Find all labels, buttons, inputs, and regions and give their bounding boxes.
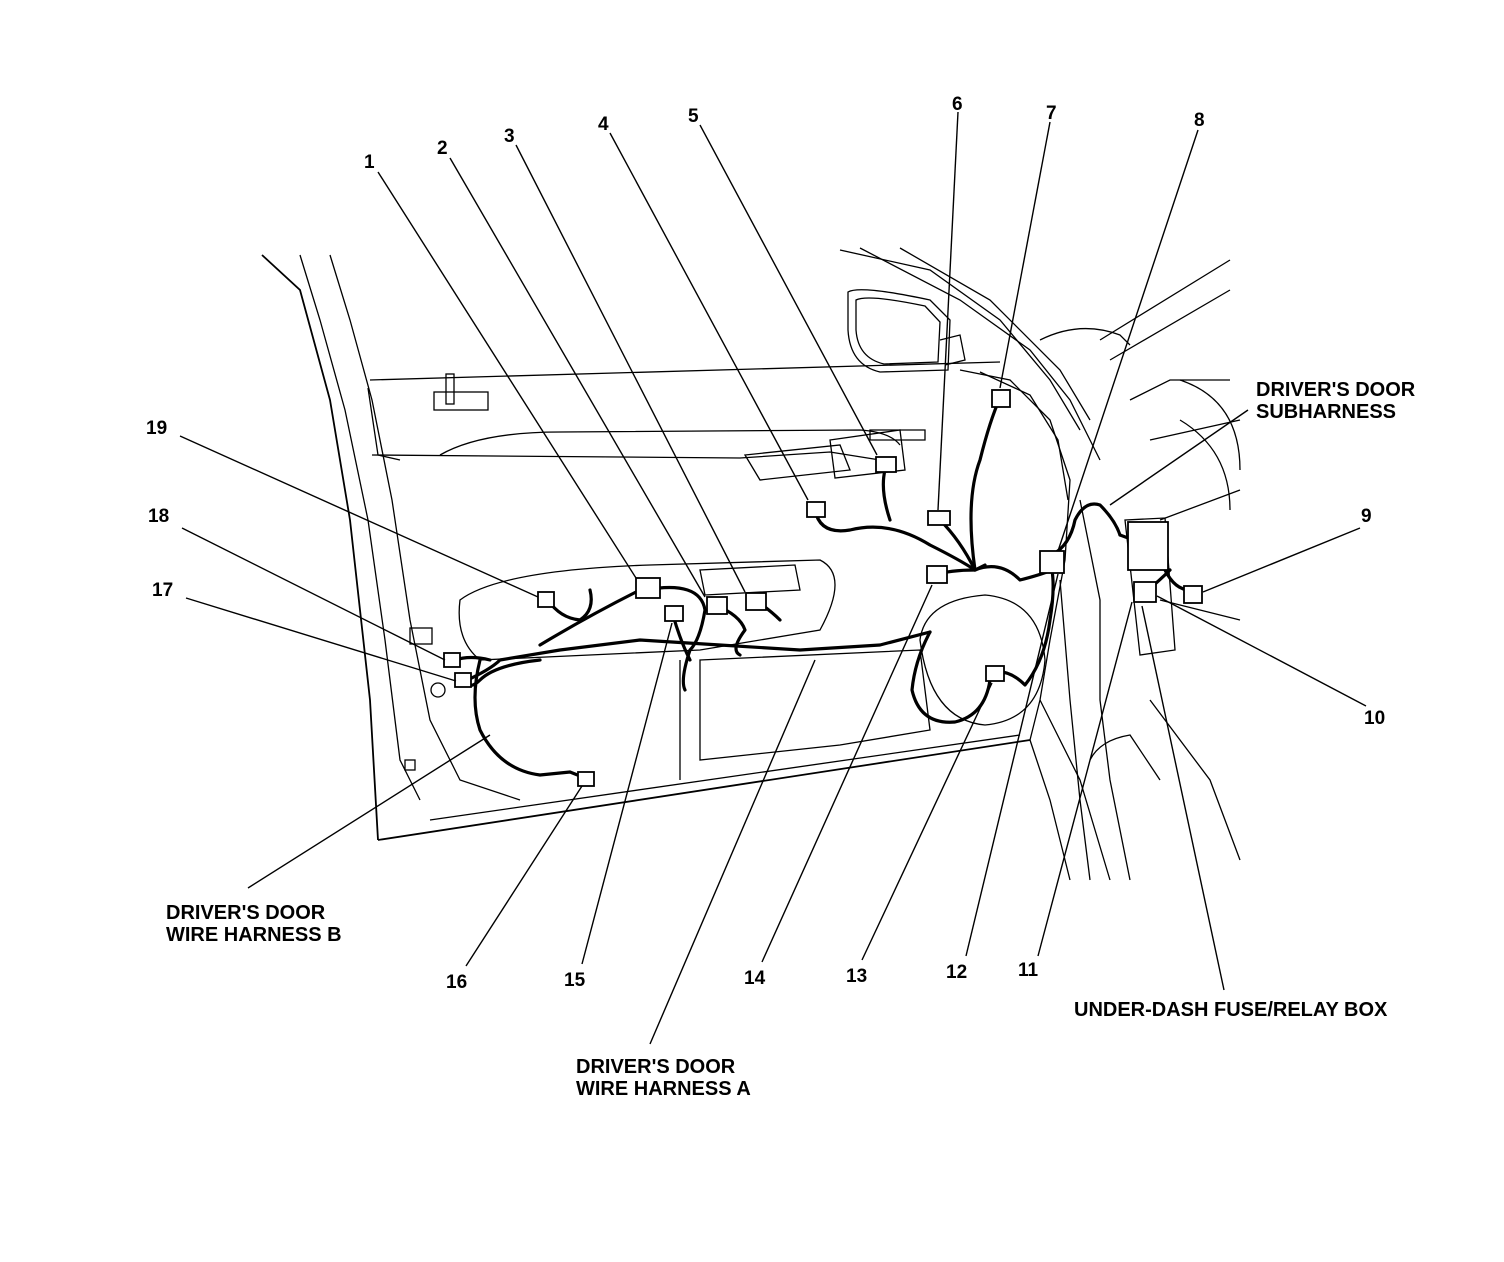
wire-harness-routes (453, 396, 1192, 780)
door-outline (261, 254, 1071, 841)
harness-b-label-line1: DRIVER'S DOOR (166, 902, 326, 924)
harness-labels: DRIVER'S DOOR SUBHARNESS DRIVER'S DOOR W… (166, 379, 1416, 1100)
dashboard-area (1029, 379, 1241, 881)
connector-6 (927, 510, 951, 526)
callout-2: 2 (437, 138, 448, 159)
callout-16: 16 (446, 972, 467, 993)
callout-1: 1 (364, 152, 375, 173)
callout-numbers: 1 2 3 4 5 6 7 8 9 10 11 12 13 14 15 16 1… (146, 94, 1385, 993)
callout-6: 6 (952, 94, 963, 115)
fuse-box-label: UNDER-DASH FUSE/RELAY BOX (1074, 999, 1388, 1021)
connector-13 (926, 565, 948, 584)
callout-11: 11 (1018, 960, 1039, 981)
connector-8 (1039, 550, 1065, 574)
callout-14: 14 (744, 968, 766, 989)
fuse-relay-box (1127, 521, 1169, 571)
connector-15 (664, 605, 684, 622)
callout-19: 19 (146, 418, 167, 439)
windshield-pillar (839, 247, 1231, 461)
callout-15: 15 (564, 970, 586, 991)
connector-16 (577, 771, 595, 787)
subharness-label-line2: SUBHARNESS (1256, 401, 1396, 423)
callout-3: 3 (504, 126, 515, 147)
connector-7 (991, 389, 1011, 408)
callout-8: 8 (1194, 110, 1205, 131)
callout-13: 13 (846, 966, 867, 987)
connector-12 (985, 665, 1005, 682)
callout-17: 17 (152, 580, 173, 601)
connector-1 (635, 577, 661, 599)
subharness-label-line1: DRIVER'S DOOR (1256, 379, 1416, 401)
callout-9: 9 (1361, 506, 1372, 527)
connector-10 (1133, 581, 1157, 603)
side-mirror (847, 289, 966, 373)
harness-a-label-line2: WIRE HARNESS A (576, 1078, 751, 1100)
harness-b-label-line2: WIRE HARNESS B (166, 924, 342, 946)
callout-10: 10 (1364, 708, 1385, 729)
connectors (443, 389, 1203, 787)
connector-18 (443, 652, 461, 668)
connector-5 (875, 456, 897, 473)
callout-12: 12 (946, 962, 967, 983)
harness-a-label-line1: DRIVER'S DOOR (576, 1056, 736, 1078)
leader-lines (179, 111, 1367, 1045)
connector-17 (454, 672, 472, 688)
connector-9 (1183, 585, 1203, 604)
callout-7: 7 (1046, 103, 1057, 124)
callout-5: 5 (688, 106, 699, 127)
callout-18: 18 (148, 506, 169, 527)
callout-4: 4 (598, 114, 609, 135)
connector-2 (706, 596, 728, 615)
connector-4 (806, 501, 826, 518)
connector-3 (745, 592, 767, 611)
connector-19 (537, 591, 555, 608)
